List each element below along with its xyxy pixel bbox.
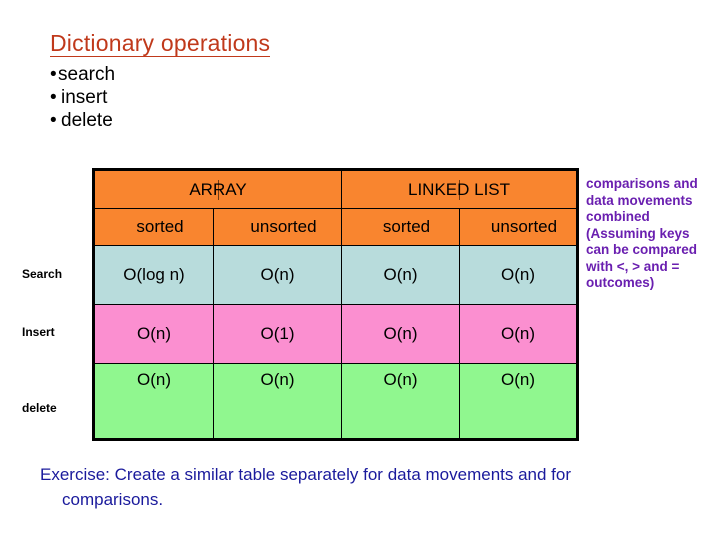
cell-delete-linkedlist-unsorted: O(n): [458, 363, 579, 440]
exercise-note-line1: Exercise: Create a similar table separat…: [40, 465, 572, 484]
table-header-group-row: ARRAY LINKED LIST: [93, 169, 579, 209]
cell-search-array-sorted: O(log n): [93, 245, 214, 305]
column-header-array-sorted: sorted: [93, 208, 214, 246]
column-header-linkedlist-unsorted: unsorted: [458, 208, 579, 246]
cell-insert-array-unsorted: O(1): [213, 304, 342, 364]
list-item-label: search: [58, 64, 116, 85]
cell-search-linkedlist-unsorted: O(n): [458, 245, 579, 305]
bullet-dot-icon: •: [50, 110, 57, 131]
cell-search-array-unsorted: O(n): [213, 245, 342, 305]
cell-delete-array-sorted: O(n): [93, 363, 214, 440]
column-group-header-array: ARRAY: [93, 169, 342, 209]
row-label-insert: Insert: [22, 325, 55, 339]
cell-insert-linkedlist-unsorted: O(n): [458, 304, 579, 364]
list-item-insert: •insert: [50, 86, 310, 109]
table-row: O(log n) O(n) O(n) O(n): [93, 245, 579, 305]
bullet-dot-icon: •: [50, 87, 57, 108]
column-group-header-linked-list: LINKED LIST: [340, 169, 579, 209]
row-label-delete: delete: [22, 401, 57, 415]
complexity-table: ARRAY LINKED LIST sorted unsorted sorted…: [92, 168, 580, 441]
side-annotation-note: comparisons and data movements combined …: [586, 176, 698, 290]
exercise-note-line2: comparisons.: [62, 490, 164, 509]
column-divider-line: [459, 179, 460, 200]
row-label-search: Search: [22, 267, 63, 281]
bullet-dot-icon: •: [50, 64, 57, 85]
list-item-delete: •delete: [50, 109, 310, 132]
cell-insert-array-sorted: O(n): [93, 304, 214, 364]
cell-delete-linkedlist-sorted: O(n): [341, 363, 460, 440]
exercise-note: Exercise: Create a similar table separat…: [40, 462, 640, 512]
page-title: Dictionary operations: [50, 30, 271, 58]
column-header-linkedlist-sorted: sorted: [341, 208, 460, 246]
table-row: O(n) O(1) O(n) O(n): [93, 304, 579, 364]
table-row: O(n) O(n) O(n) O(n): [93, 363, 579, 440]
cell-insert-linkedlist-sorted: O(n): [341, 304, 460, 364]
column-divider-line: [218, 179, 219, 200]
cell-search-linkedlist-sorted: O(n): [341, 245, 460, 305]
column-header-array-unsorted: unsorted: [213, 208, 342, 246]
list-item-label: delete: [61, 110, 113, 131]
table-subheader-row: sorted unsorted sorted unsorted: [93, 208, 579, 246]
list-item-label: insert: [61, 87, 108, 108]
list-item-search: •search: [50, 63, 310, 86]
cell-delete-array-unsorted: O(n): [213, 363, 342, 440]
operations-bullet-list: •search •insert •delete: [50, 63, 310, 132]
